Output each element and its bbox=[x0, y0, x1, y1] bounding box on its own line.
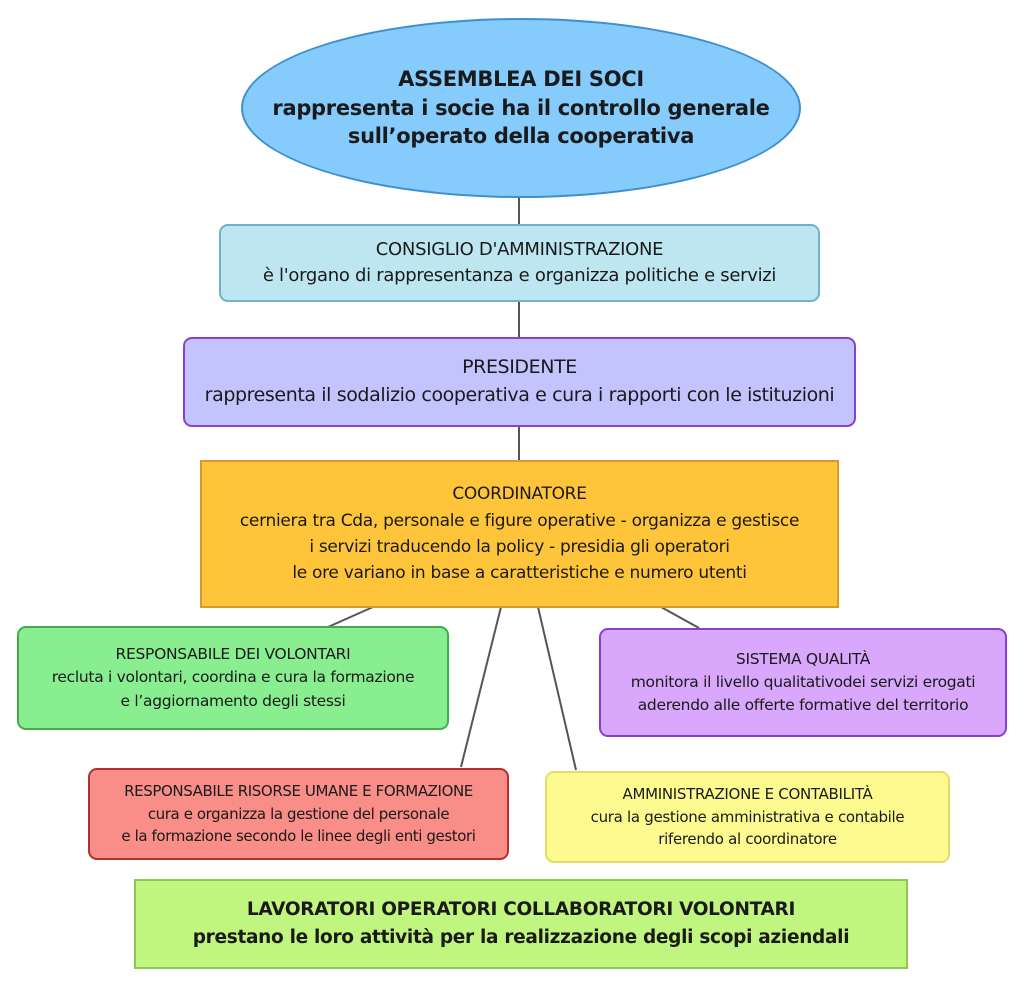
node-text: cura la gestione amministrativa e contab… bbox=[590, 807, 905, 826]
node-presidente: PRESIDENTE rappresenta il sodalizio coop… bbox=[183, 337, 856, 427]
node-text: riferendo al coordinatore bbox=[658, 830, 837, 849]
node-text: cerniera tra Cda, personale e figure ope… bbox=[239, 510, 800, 531]
node-amministrazione-contabilita: AMMINISTRAZIONE E CONTABILITÀ cura la ge… bbox=[545, 771, 950, 863]
node-title: COORDINATORE bbox=[452, 484, 587, 505]
node-title: RESPONSABILE DEI VOLONTARI bbox=[115, 645, 351, 664]
node-title: PRESIDENTE bbox=[462, 356, 577, 379]
node-consiglio-amministrazione: CONSIGLIO D'AMMINISTRAZIONE è l'organo d… bbox=[219, 224, 820, 302]
node-text: aderendo alle offerte formative del terr… bbox=[637, 696, 969, 715]
node-text: e la formazione secondo le linee degli e… bbox=[121, 827, 476, 846]
node-title: RESPONSABILE RISORSE UMANE E FORMAZIONE bbox=[124, 782, 473, 801]
node-title: LAVORATORI OPERATORI COLLABORATORI VOLON… bbox=[246, 899, 796, 921]
node-text: e l’aggiornamento degli stessi bbox=[120, 691, 346, 710]
node-title: CONSIGLIO D'AMMINISTRAZIONE bbox=[375, 238, 664, 260]
node-text: recluta i volontari, coordina e cura la … bbox=[51, 668, 415, 687]
node-sistema-qualita: SISTEMA QUALITÀ monitora il livello qual… bbox=[599, 628, 1007, 737]
node-text: i servizi traducendo la policy - presidi… bbox=[309, 537, 730, 557]
node-lavoratori: LAVORATORI OPERATORI COLLABORATORI VOLON… bbox=[134, 879, 908, 969]
node-text: prestano le loro attività per la realizz… bbox=[192, 927, 850, 948]
node-title: AMMINISTRAZIONE E CONTABILITÀ bbox=[622, 785, 873, 804]
node-text: rappresenta il sodalizio cooperativa e c… bbox=[204, 384, 835, 406]
node-coordinatore: COORDINATORE cerniera tra Cda, personale… bbox=[200, 460, 839, 608]
node-text: rappresenta i socie ha il controllo gene… bbox=[272, 95, 770, 120]
node-title: ASSEMBLEA DEI SOCI bbox=[398, 67, 644, 92]
edge-coordinatore-risorse-umane bbox=[460, 606, 502, 768]
node-responsabile-volontari: RESPONSABILE DEI VOLONTARI recluta i vol… bbox=[17, 626, 449, 730]
node-text: le ore variano in base a caratteristiche… bbox=[292, 563, 747, 584]
edge-coordinatore-amministrazione bbox=[537, 606, 577, 771]
node-title: SISTEMA QUALITÀ bbox=[735, 649, 871, 668]
node-assemblea-soci: ASSEMBLEA DEI SOCI rappresenta i socie h… bbox=[241, 18, 801, 198]
node-text: sull’operato della cooperativa bbox=[347, 124, 695, 149]
node-risorse-umane: RESPONSABILE RISORSE UMANE E FORMAZIONE … bbox=[88, 768, 509, 860]
node-text: è l'organo di rappresentanza e organizza… bbox=[262, 265, 777, 286]
node-text: cura e organizza la gestione del persona… bbox=[147, 804, 450, 823]
edge-coordinatore-qualita bbox=[660, 606, 700, 629]
edge-coordinatore-volontari bbox=[327, 606, 374, 628]
node-text: monitora il livello qualitativodei servi… bbox=[630, 672, 976, 691]
